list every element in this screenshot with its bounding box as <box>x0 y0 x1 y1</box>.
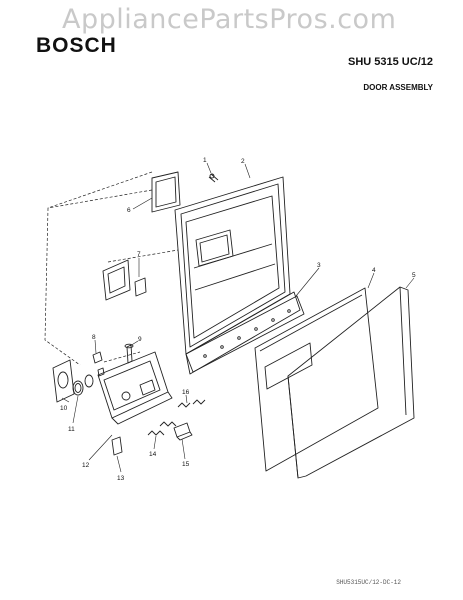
explosion-guides <box>44 171 179 366</box>
part-6-gasket <box>151 171 181 213</box>
callout-13: 13 <box>117 475 125 482</box>
callout-11: 11 <box>68 426 75 433</box>
part-8-clip <box>92 351 105 377</box>
callout-4: 4 <box>372 267 376 274</box>
watermark-text: AppliancePartsPros.com <box>62 4 397 35</box>
callout-12: 12 <box>82 462 90 469</box>
callout-8: 8 <box>92 334 96 341</box>
callout-7: 7 <box>137 251 141 258</box>
part-4-middle-panel <box>254 287 379 472</box>
callout-16: 16 <box>182 389 190 396</box>
callout-labels: 1 2 3 4 5 6 7 8 9 10 11 12 13 14 15 16 <box>60 157 416 482</box>
part-1-screw <box>208 173 219 183</box>
callout-5: 5 <box>412 272 416 279</box>
brand-logo: BOSCH <box>36 34 117 57</box>
part-7-latch <box>102 259 147 301</box>
part-2-inner-door <box>174 176 301 375</box>
part-15-actuator <box>173 422 193 441</box>
footer-code: SHU5315UC/12-DC-12 <box>336 579 401 586</box>
callout-2: 2 <box>241 158 245 165</box>
callout-9: 9 <box>138 336 142 343</box>
part-11-seals <box>72 374 94 396</box>
model-number: SHU 5315 UC/12 <box>348 56 433 68</box>
part-10-cover <box>52 359 75 403</box>
part-13-plate <box>111 436 123 456</box>
callout-1: 1 <box>203 157 207 164</box>
part-16-springs <box>177 399 206 408</box>
part-5-outer-panel <box>287 286 415 479</box>
callout-14: 14 <box>149 451 157 458</box>
callout-3: 3 <box>317 262 321 269</box>
part-14-springs <box>147 421 177 436</box>
section-title: DOOR ASSEMBLY <box>363 83 433 92</box>
part-3-rail <box>185 295 305 373</box>
leader-lines <box>61 162 415 473</box>
callout-10: 10 <box>60 405 68 412</box>
callout-6: 6 <box>127 207 131 214</box>
part-12-dispenser <box>97 351 173 425</box>
callout-15: 15 <box>182 461 190 468</box>
part-9-pin <box>124 343 134 364</box>
